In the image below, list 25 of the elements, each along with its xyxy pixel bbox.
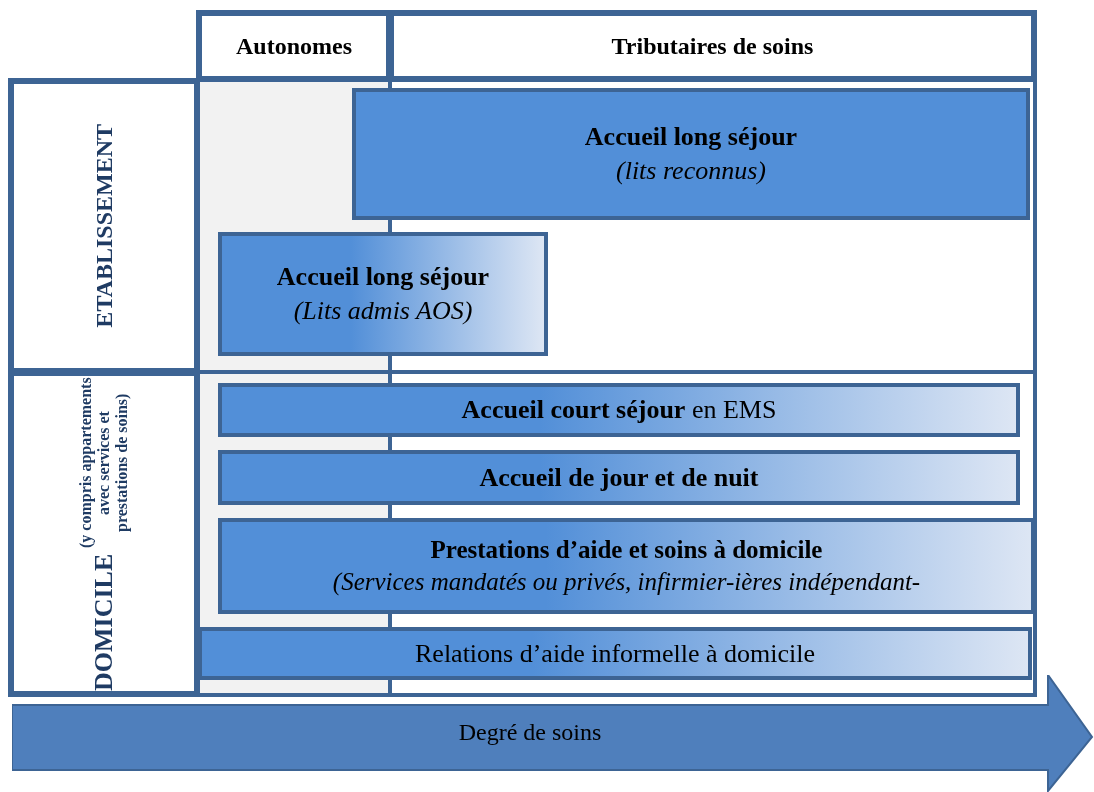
service-box — [218, 232, 548, 356]
column-title: Tributaires de soins — [611, 32, 814, 60]
column-header — [390, 12, 1035, 80]
service-box — [218, 518, 1035, 614]
row-header — [10, 80, 198, 372]
row-title: DOMICILE — [89, 553, 119, 691]
service-box — [218, 383, 1020, 437]
service-title: Accueil long séjour — [584, 121, 798, 154]
service-title: Accueil de jour et de nuit — [479, 461, 759, 494]
service-title: Relations d’aide informelle à domicile — [415, 637, 815, 670]
column-title: Autonomes — [236, 32, 352, 60]
service-note: (Services mandatés ou privés, infirmier-ières indépendant- — [332, 567, 921, 597]
service-note: (lits reconnus) — [616, 155, 766, 187]
service-title: Prestations d’aide et soins à domicile — [430, 534, 823, 565]
service-note: (Lits admis AOS) — [293, 295, 473, 327]
service-box — [218, 450, 1020, 505]
column-header — [198, 12, 390, 80]
row-note: (y compris appartements avec services et prestations de soins) — [77, 376, 131, 550]
service-box — [198, 627, 1032, 680]
arrow-label: Degré de soins — [457, 719, 603, 746]
service-title: Accueil court séjour en EMS — [461, 394, 777, 427]
service-box — [352, 88, 1030, 220]
row-title: ETABLISSEMENT — [90, 124, 118, 328]
row-header — [10, 372, 198, 695]
service-title: Accueil long séjour — [276, 261, 490, 294]
